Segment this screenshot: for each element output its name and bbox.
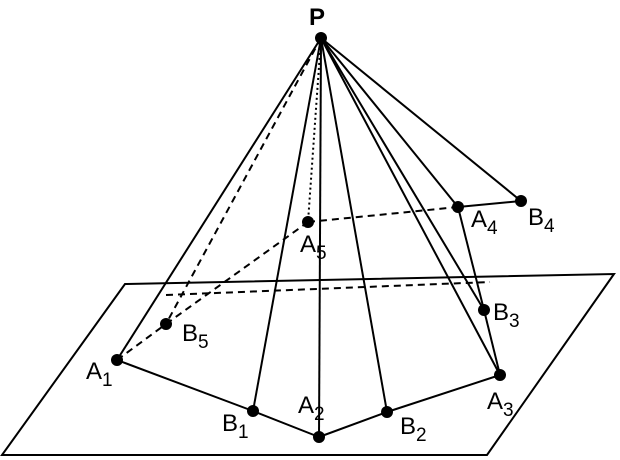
- label-B1: B1: [222, 410, 249, 443]
- edge-P-A5: [307, 37, 322, 223]
- label-A4: A4: [471, 206, 498, 239]
- edge-A1-B5: [116, 323, 167, 361]
- edge-B5-A5: [165, 221, 309, 325]
- edge-P-B2: [320, 37, 388, 413]
- edge-P-B5: [165, 37, 322, 325]
- label-B3: B3: [493, 299, 520, 332]
- edge-P-A1: [116, 37, 322, 361]
- vertex-B2: [381, 406, 393, 418]
- plane-hidden-line: [165, 281, 491, 296]
- vertex-B3: [478, 304, 490, 316]
- vertex-A2: [313, 431, 325, 443]
- edge-P-B1: [252, 37, 322, 412]
- edge-P-A3: [320, 37, 501, 376]
- vertex-P: [315, 32, 327, 44]
- edge-A4-B4: [457, 200, 522, 208]
- label-P: P: [309, 4, 326, 31]
- vertex-B1: [247, 405, 259, 417]
- hidden-edges: [116, 37, 491, 361]
- base-plane: [0, 272, 616, 456]
- edge-P-B4: [320, 37, 522, 202]
- edge-P-A2: [318, 37, 322, 438]
- vertex-B4: [515, 195, 527, 207]
- edge-P-B3: [320, 37, 485, 311]
- vertex-A4: [452, 201, 464, 213]
- vertices: [111, 32, 527, 443]
- label-A3: A3: [487, 388, 514, 421]
- edge-B2-A3: [386, 374, 501, 413]
- label-B2: B2: [400, 413, 427, 446]
- label-B4: B4: [528, 204, 555, 237]
- edge-A2-B2: [318, 411, 388, 438]
- edge-A5-A4: [307, 206, 459, 223]
- label-A1: A1: [86, 358, 113, 391]
- vertex-A5: [302, 216, 314, 228]
- label-B5: B5: [182, 320, 209, 353]
- label-A5: A5: [300, 231, 327, 264]
- solid-edges: [116, 37, 522, 438]
- vertex-A1: [111, 354, 123, 366]
- edge-A1-B1: [116, 359, 254, 412]
- edge-P-A4: [320, 37, 459, 208]
- edge-B1-A2: [252, 410, 320, 438]
- edge-B3-A4: [457, 206, 485, 311]
- vertex-A3: [494, 369, 506, 381]
- label-A2: A2: [298, 392, 325, 425]
- edge-A3-B3: [483, 309, 501, 376]
- vertex-B5: [160, 318, 172, 330]
